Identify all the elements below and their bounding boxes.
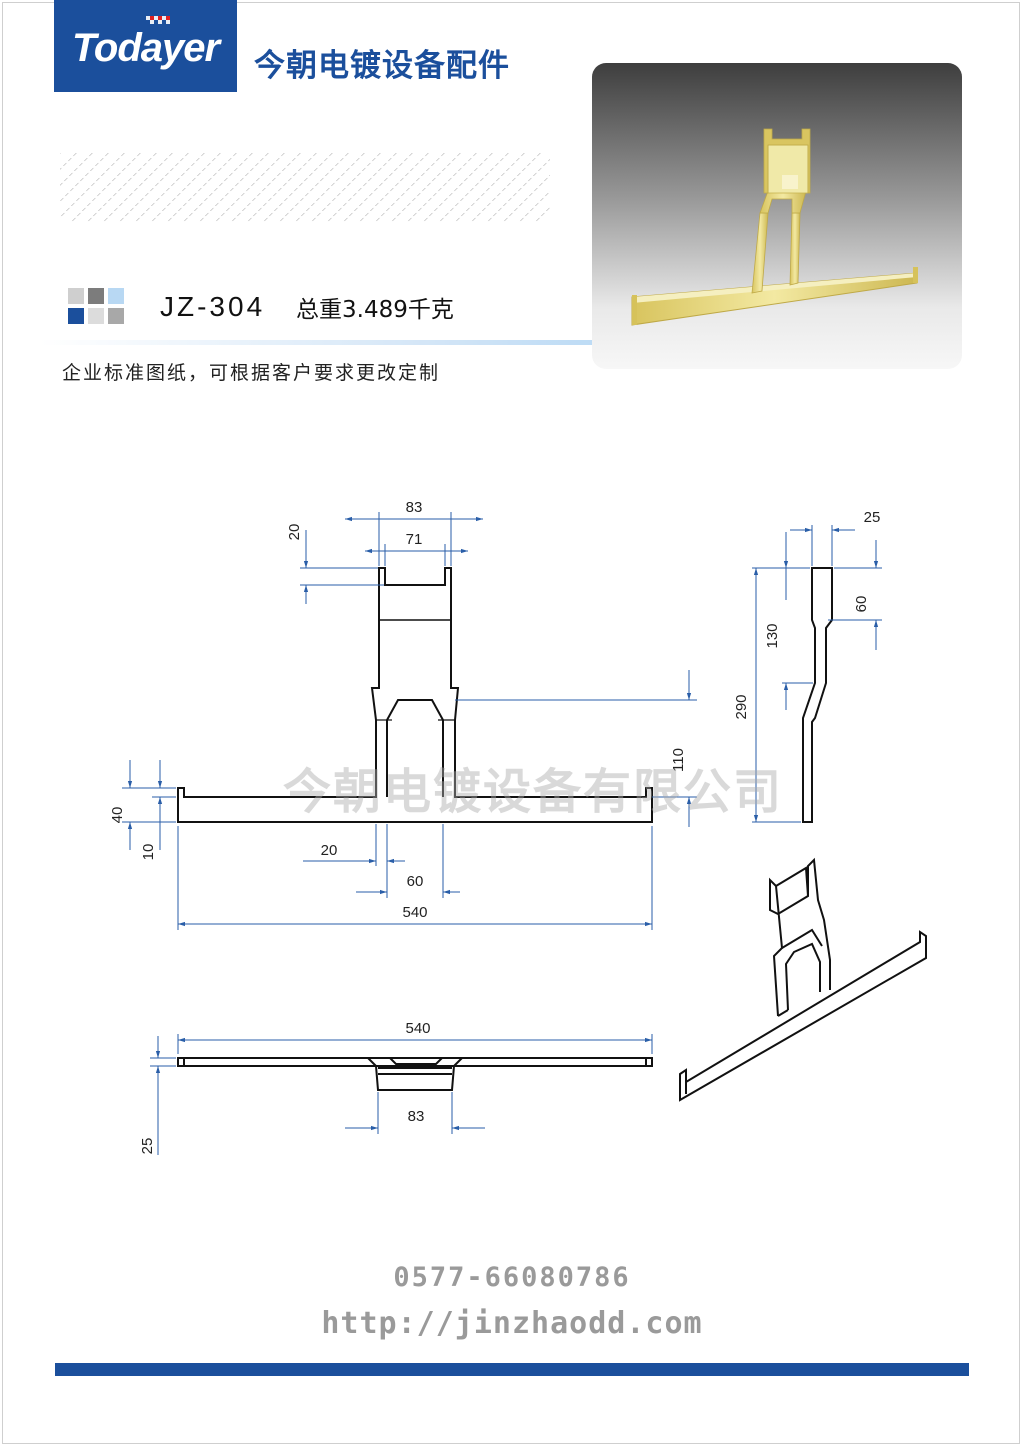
side-view-dimensions xyxy=(752,525,882,823)
front-view-dimension-labels: 83 71 20 110 40 10 20 60 540 xyxy=(109,499,687,921)
company-title: 今朝电镀设备配件 xyxy=(254,48,510,84)
logo-checker-icon xyxy=(146,16,170,24)
svg-text:10: 10 xyxy=(140,844,157,861)
watermark: 今朝电镀设备有限公司 xyxy=(283,764,784,820)
total-weight: 总重3.489千克 xyxy=(296,297,454,323)
contact-phone: 0577-66080786 xyxy=(393,1262,631,1293)
front-view-dimensions xyxy=(122,512,697,930)
top-view-dimensions xyxy=(150,1034,653,1155)
top-view-dimension-labels: 540 83 25 xyxy=(139,1020,431,1154)
top-view xyxy=(177,1057,653,1091)
front-view xyxy=(177,567,653,823)
technical-drawing: 83 71 20 110 40 10 20 60 540 25 60 130 2… xyxy=(109,499,927,1155)
product-render xyxy=(592,63,962,369)
hatch-decoration xyxy=(60,153,550,223)
side-view xyxy=(802,567,833,823)
footer-bar xyxy=(55,1363,969,1376)
svg-text:60: 60 xyxy=(853,596,870,613)
svg-text:540: 540 xyxy=(402,904,427,921)
side-view-dimension-labels: 25 60 130 290 xyxy=(733,509,880,720)
standard-note: 企业标准图纸，可根据客户要求更改定制 xyxy=(62,362,441,384)
svg-text:83: 83 xyxy=(406,499,423,516)
svg-text:20: 20 xyxy=(321,842,338,859)
logo-text: Todayer xyxy=(71,26,220,70)
isometric-view xyxy=(679,857,927,1102)
svg-text:83: 83 xyxy=(408,1108,425,1125)
model-number: JZ-304 xyxy=(160,291,266,322)
svg-text:40: 40 xyxy=(109,807,126,824)
svg-text:110: 110 xyxy=(670,748,687,772)
brand-logo: Todayer xyxy=(54,0,237,92)
svg-text:71: 71 xyxy=(406,531,423,548)
contact-url[interactable]: http://jinzhaodd.com xyxy=(321,1306,703,1341)
svg-text:540: 540 xyxy=(405,1020,430,1037)
svg-text:25: 25 xyxy=(864,509,881,526)
svg-text:25: 25 xyxy=(139,1138,156,1155)
svg-text:130: 130 xyxy=(764,623,781,648)
header-rule xyxy=(40,340,810,345)
svg-text:60: 60 xyxy=(407,873,424,890)
svg-text:290: 290 xyxy=(733,694,750,719)
svg-text:20: 20 xyxy=(286,524,303,541)
